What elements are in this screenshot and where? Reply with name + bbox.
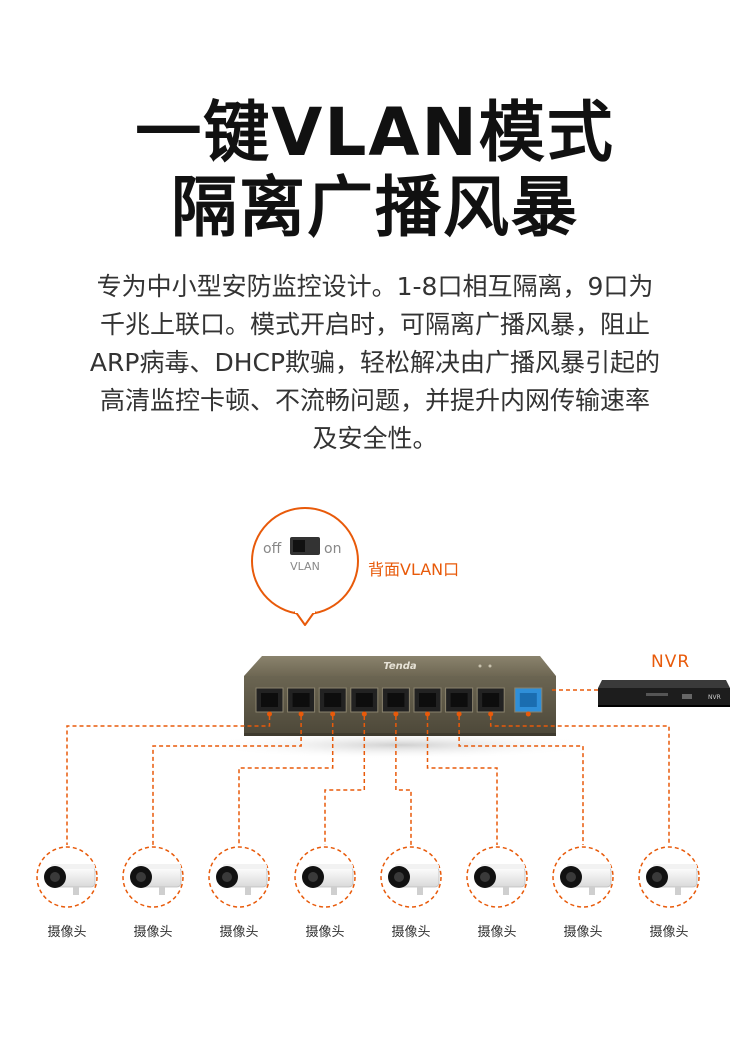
port-led <box>330 711 336 717</box>
port-led <box>488 711 494 717</box>
port-led <box>525 711 531 717</box>
camera-icon <box>638 846 700 908</box>
port-led <box>298 711 304 717</box>
vlan-switch-label: VLAN <box>290 560 320 573</box>
port-led <box>393 711 399 717</box>
camera-label: 摄像头 <box>563 925 603 940</box>
description-line: 千兆上联口。模式开启时，可隔离广播风暴，阻止 <box>99 310 650 339</box>
camera-label: 摄像头 <box>133 925 173 940</box>
camera-label: 摄像头 <box>477 925 517 940</box>
nvr-device: NVR <box>598 680 730 707</box>
port-led <box>456 711 462 717</box>
cable-line <box>426 716 498 845</box>
description-line: 专为中小型安防监控设计。1-8口相互隔离，9口为 <box>96 272 654 301</box>
camera-icon <box>552 846 614 908</box>
description-line: ARP病毒、DHCP欺骗，轻松解决由广播风暴引起的 <box>89 348 661 377</box>
cable-line <box>324 716 366 845</box>
nvr-label: NVR <box>651 652 691 672</box>
port-socket <box>324 693 342 707</box>
camera-icon <box>36 846 98 908</box>
camera-label: 摄像头 <box>219 925 259 940</box>
port-socket <box>261 693 278 707</box>
camera-icon <box>466 846 528 908</box>
cable-line <box>489 716 670 845</box>
port-socket <box>450 693 468 707</box>
ethernet-port <box>476 687 505 713</box>
off-label: off <box>263 541 282 557</box>
vlan-switch-bubble: off on VLAN <box>251 507 359 626</box>
port-socket <box>292 693 310 707</box>
vlan-port-label: 背面VLAN口 <box>368 560 460 579</box>
title-line-2: 隔离广播风暴 <box>171 169 579 246</box>
port-led <box>425 711 430 717</box>
camera-icon <box>380 846 442 908</box>
camera-label: 摄像头 <box>305 925 345 940</box>
port-led <box>361 711 367 717</box>
cable-line <box>152 716 302 845</box>
port-socket <box>419 693 436 707</box>
on-label: on <box>324 541 341 557</box>
camera-label: 摄像头 <box>47 925 87 940</box>
port-led <box>267 711 272 717</box>
camera-label: 摄像头 <box>649 925 689 940</box>
title-line-1: 一键VLAN模式 <box>135 94 615 171</box>
camera-icon <box>294 846 356 908</box>
network-switch: Tenda <box>244 656 556 736</box>
port-socket <box>355 693 373 707</box>
camera-label: 摄像头 <box>391 925 431 940</box>
cable-line <box>238 716 334 845</box>
nvr-panel-text: NVR <box>708 694 721 701</box>
description-line: 高清监控卡顿、不流畅问题，并提升内网传输速率 <box>99 386 650 415</box>
cable-line <box>395 716 412 845</box>
camera-icon <box>208 846 270 908</box>
camera-icon <box>122 846 184 908</box>
brand-logo: Tenda <box>383 661 417 672</box>
cable-line <box>458 716 584 845</box>
port-socket <box>519 693 537 707</box>
port-socket <box>482 693 500 707</box>
port-socket <box>387 693 405 707</box>
description: 专为中小型安防监控设计。1-8口相互隔离，9口为 千兆上联口。模式开启时，可隔离… <box>45 268 705 458</box>
description-line: 及安全性。 <box>312 424 438 453</box>
